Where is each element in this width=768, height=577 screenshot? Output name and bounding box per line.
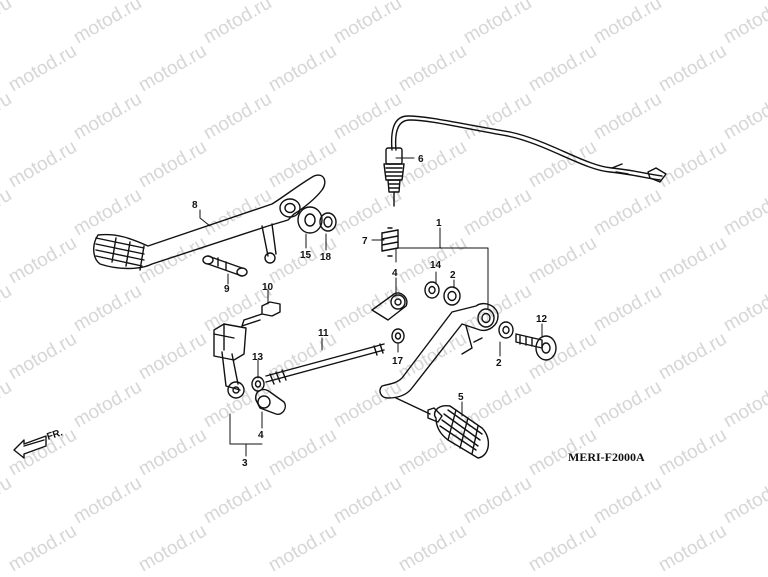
part-label-3: 3 (242, 458, 248, 469)
gearshift-arm (213, 323, 247, 399)
front-direction-arrow-icon (13, 435, 47, 459)
ball-joint-lower (255, 388, 286, 415)
part-label-4-lower: 4 (258, 430, 264, 441)
switch-spring (381, 227, 399, 257)
part-label-1: 1 (436, 218, 442, 229)
part-label-18: 18 (320, 252, 332, 263)
shift-tie-rod (265, 343, 385, 385)
part-label-12: 12 (536, 314, 548, 325)
part-label-5: 5 (458, 392, 464, 403)
washer-14 (424, 281, 440, 299)
part-label-11: 11 (318, 328, 329, 339)
leader-lines (199, 157, 543, 457)
part-label-17: 17 (392, 356, 404, 367)
part-label-4-upper: 4 (392, 268, 398, 279)
part-label-8: 8 (192, 200, 198, 211)
pedal-seal (319, 212, 337, 232)
pedal-washer (297, 206, 323, 234)
bolt-10 (241, 301, 281, 327)
part-label-2-upper: 2 (450, 270, 456, 281)
front-direction-label: FR. (46, 427, 65, 443)
part-label-15: 15 (300, 250, 312, 261)
part-label-10: 10 (262, 282, 274, 293)
part-label-13: 13 (252, 352, 264, 363)
part-label-9: 9 (224, 284, 230, 295)
part-label-7: 7 (362, 236, 368, 247)
nut-17 (391, 328, 405, 344)
part-label-6: 6 (418, 154, 424, 165)
gearshift-pedal (379, 302, 499, 459)
bearing-2-left (443, 286, 461, 306)
rear-brake-light-switch-cable (383, 115, 667, 207)
ball-joint-upper (371, 292, 408, 321)
rear-brake-pedal (93, 174, 326, 271)
pedal-pin (202, 255, 248, 277)
part-label-2-lower: 2 (496, 358, 502, 369)
part-label-14: 14 (430, 260, 442, 271)
diagram-code: MERI-F2000A (568, 450, 645, 464)
bearing-2-right (498, 321, 514, 339)
bolt-12 (515, 333, 557, 361)
